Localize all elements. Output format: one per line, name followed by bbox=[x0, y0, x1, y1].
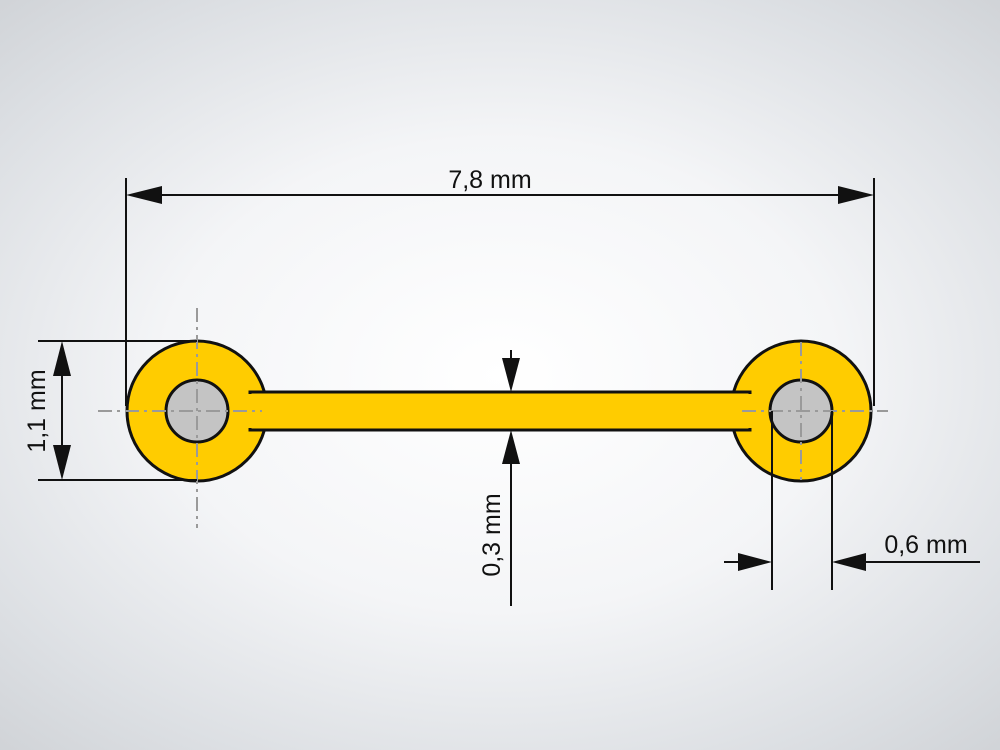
dimensions bbox=[38, 178, 980, 606]
arrow-hole-right bbox=[832, 553, 866, 571]
arrow-left bbox=[126, 186, 162, 204]
track-width-label: 0,3 mm bbox=[478, 493, 506, 576]
arrow-right bbox=[838, 186, 874, 204]
centerlines bbox=[98, 308, 888, 528]
overall-length-label: 7,8 mm bbox=[448, 166, 531, 194]
hole-diameter-label: 0,6 mm bbox=[884, 531, 967, 559]
pad-diameter-label: 1,1 mm bbox=[23, 369, 51, 452]
arrow-up bbox=[53, 341, 71, 376]
arrow-track-top bbox=[502, 358, 520, 392]
arrow-down bbox=[53, 445, 71, 480]
arrow-track-bottom bbox=[502, 430, 520, 464]
arrow-hole-left bbox=[738, 553, 772, 571]
